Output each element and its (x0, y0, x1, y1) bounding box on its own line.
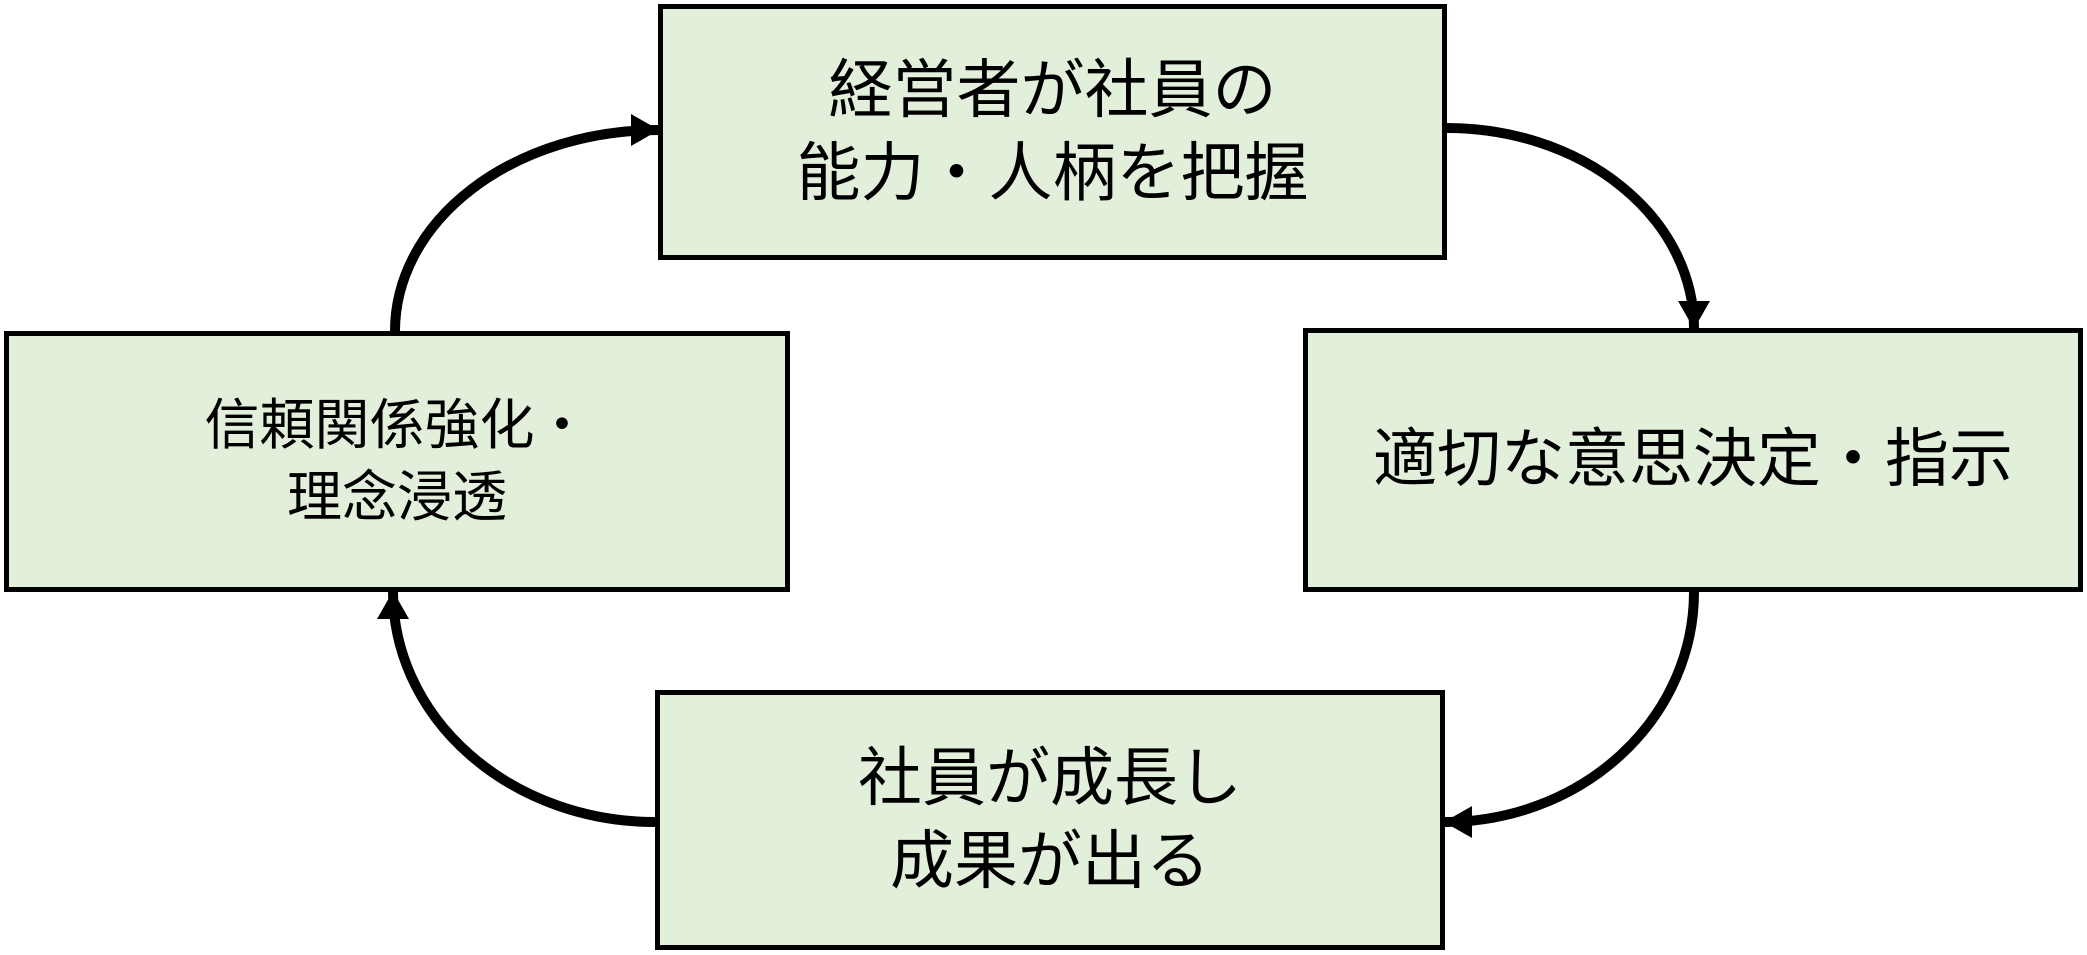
node-label-line: 経営者が社員の (828, 53, 1277, 126)
arrow-top-to-right (1446, 123, 1710, 329)
node-label-line: 能力・人柄を把握 (796, 137, 1309, 209)
node-decision-instruction: 適切な意思決定・指示 (1303, 328, 2083, 592)
node-label-line: 社員が成長し (858, 741, 1242, 814)
arrow-left-to-top (390, 114, 659, 332)
arrow-right-to-bottom (1444, 591, 1699, 838)
arrow-bottom-to-left (377, 591, 656, 827)
node-label-line: 理念浸透 (286, 465, 507, 528)
node-label-line: 適切な意思決定・指示 (1373, 423, 2013, 496)
node-employee-growth: 社員が成長し 成果が出る (655, 690, 1445, 950)
node-grasp-ability: 経営者が社員の 能力・人柄を把握 (658, 4, 1447, 260)
node-label-line: 成果が出る (890, 825, 1210, 897)
node-label-line: 信頼関係強化・ (204, 394, 590, 456)
node-trust-philosophy: 信頼関係強化・ 理念浸透 (4, 331, 790, 592)
